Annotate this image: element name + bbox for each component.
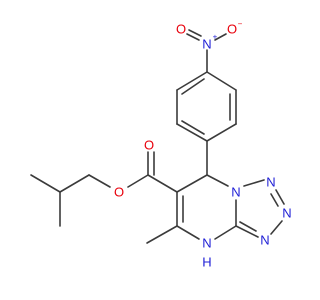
bond-nitro-n-o-top-double (188, 29, 202, 37)
bond-nc-c3a-inner (239, 221, 257, 232)
atom-nitro-o-charge: − (238, 20, 243, 29)
bond-ch-ch3-a (30, 174, 61, 193)
bond-o-ch2 (88, 174, 111, 188)
atom-nitro-n: N (202, 37, 211, 52)
bond-benz-3 (206, 123, 237, 142)
bond-c7-c6 (176, 174, 208, 193)
bond-n1-c7 (206, 174, 229, 187)
atom-nitro-o-right: O (227, 22, 237, 37)
bond-nc-c3a (235, 225, 259, 238)
bond-nitro-n-o-top (186, 33, 200, 41)
bond-benz-4 (176, 123, 208, 142)
molecule-structure: N + O O − O O N N N N N H (30, 20, 292, 270)
bond-benz-6 (176, 71, 208, 91)
bond-c6-carbonyl (147, 174, 178, 193)
atom-ring-n-bridge: N (231, 185, 240, 200)
bond-nb-nc (270, 220, 283, 235)
atom-ring-nh: N (202, 236, 211, 251)
atom-ester-o-carbonyl: O (144, 138, 154, 153)
bond-na-nb (275, 189, 285, 205)
atom-labels: N + O O − O O N N N N N H (114, 20, 292, 270)
bond-nitro-n-o-right (214, 33, 227, 41)
bond-n1-na (243, 179, 265, 187)
bond-benz-1 (206, 71, 237, 91)
atom-tetrazole-n-a: N (266, 175, 275, 190)
bond-c5-methyl (146, 225, 178, 244)
atom-tetrazole-n-b: N (282, 206, 291, 221)
atom-nitro-n-charge: + (213, 33, 218, 42)
bond-carbonyl-o-single (127, 174, 149, 188)
bond-na-nb-inner (270, 193, 279, 207)
bonds (30, 29, 285, 244)
atom-tetrazole-n-c: N (260, 233, 269, 248)
bond-benz-6-inner (181, 78, 205, 95)
bond-c5-n4 (176, 225, 200, 240)
atom-ester-o-single: O (114, 185, 124, 200)
atom-nh-hydrogen: H (202, 255, 211, 270)
bond-n4-c3a (214, 225, 237, 240)
bond-benz-4-inner (181, 120, 205, 135)
atom-nitro-o-top: O (176, 22, 186, 37)
bond-ch2-ch (59, 174, 90, 193)
